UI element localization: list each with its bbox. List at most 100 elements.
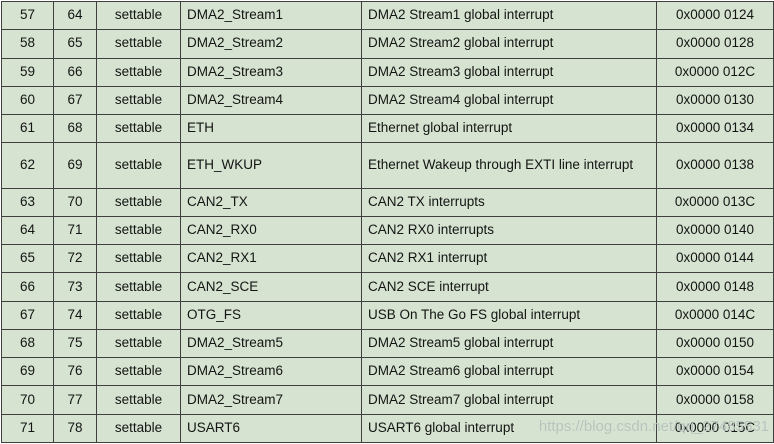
cell-acronym: DMA2_Stream7 [180, 385, 362, 415]
cell-acronym: CAN2_RX1 [180, 244, 362, 274]
cell-priority: 64 [53, 0, 97, 31]
cell-priority: 68 [53, 113, 97, 144]
cell-description: Ethernet global interrupt [361, 113, 657, 144]
table-row: 66 73 settable CAN2_SCE CAN2 SCE interru… [1, 272, 774, 302]
cell-address: 0x0000 0140 [656, 215, 774, 246]
cell-address: 0x0000 0134 [656, 113, 774, 144]
cell-type: settable [96, 187, 181, 217]
table-row: 62 69 settable ETH_WKUP Ethernet Wakeup … [1, 142, 774, 189]
cell-type: settable [96, 113, 181, 144]
cell-position: 59 [1, 57, 54, 87]
cell-address: 0x0000 0150 [656, 328, 774, 359]
cell-acronym: OTG_FS [180, 300, 362, 330]
cell-position: 65 [1, 244, 54, 274]
cell-type: settable [96, 413, 181, 444]
cell-priority: 76 [53, 357, 97, 387]
cell-position: 61 [1, 113, 54, 144]
cell-type: settable [96, 29, 181, 59]
cell-acronym: CAN2_TX [180, 187, 362, 217]
cell-description: DMA2 Stream6 global interrupt [361, 357, 657, 387]
cell-acronym: CAN2_SCE [180, 272, 362, 302]
cell-acronym: USART6 [180, 413, 362, 444]
table-row: 70 77 settable DMA2_Stream7 DMA2 Stream7… [1, 385, 774, 415]
cell-position: 58 [1, 29, 54, 59]
cell-description: DMA2 Stream7 global interrupt [361, 385, 657, 415]
cell-description: DMA2 Stream3 global interrupt [361, 57, 657, 87]
cell-type: settable [96, 385, 181, 415]
cell-address: 0x0000 0128 [656, 29, 774, 59]
cell-priority: 78 [53, 413, 97, 444]
cell-position: 57 [1, 0, 54, 31]
table-row: 68 75 settable DMA2_Stream5 DMA2 Stream5… [1, 328, 774, 359]
cell-acronym: DMA2_Stream5 [180, 328, 362, 359]
cell-description: DMA2 Stream1 global interrupt [361, 0, 657, 31]
table-row: 58 65 settable DMA2_Stream2 DMA2 Stream2… [1, 29, 774, 59]
cell-type: settable [96, 0, 181, 31]
cell-position: 67 [1, 300, 54, 330]
cell-position: 69 [1, 357, 54, 387]
cell-acronym: DMA2_Stream6 [180, 357, 362, 387]
cell-position: 66 [1, 272, 54, 302]
cell-position: 68 [1, 328, 54, 359]
cell-address: 0x0000 0144 [656, 244, 774, 274]
cell-address: 0x0000 0158 [656, 385, 774, 415]
cell-priority: 74 [53, 300, 97, 330]
cell-priority: 72 [53, 244, 97, 274]
cell-description: Ethernet Wakeup through EXTI line interr… [361, 142, 657, 189]
cell-address: 0x0000 015C [656, 413, 774, 444]
cell-description: CAN2 RX0 interrupts [361, 215, 657, 246]
cell-priority: 65 [53, 29, 97, 59]
cell-acronym: ETH [180, 113, 362, 144]
cell-description: DMA2 Stream4 global interrupt [361, 85, 657, 116]
cell-acronym: DMA2_Stream3 [180, 57, 362, 87]
table-row: 63 70 settable CAN2_TX CAN2 TX interrupt… [1, 187, 774, 217]
table-row: 59 66 settable DMA2_Stream3 DMA2 Stream3… [1, 57, 774, 87]
cell-description: DMA2 Stream2 global interrupt [361, 29, 657, 59]
cell-address: 0x0000 0148 [656, 272, 774, 302]
cell-address: 0x0000 0130 [656, 85, 774, 116]
table-row: 57 64 settable DMA2_Stream1 DMA2 Stream1… [1, 0, 774, 31]
cell-acronym: DMA2_Stream2 [180, 29, 362, 59]
cell-type: settable [96, 215, 181, 246]
cell-position: 70 [1, 385, 54, 415]
table-row: 61 68 settable ETH Ethernet global inter… [1, 113, 774, 144]
cell-priority: 70 [53, 187, 97, 217]
cell-type: settable [96, 300, 181, 330]
cell-acronym: ETH_WKUP [180, 142, 362, 189]
cell-priority: 73 [53, 272, 97, 302]
cell-priority: 75 [53, 328, 97, 359]
table-row: 71 78 settable USART6 USART6 global inte… [1, 413, 774, 444]
cell-type: settable [96, 244, 181, 274]
cell-description: CAN2 SCE interrupt [361, 272, 657, 302]
cell-position: 63 [1, 187, 54, 217]
table-row: 64 71 settable CAN2_RX0 CAN2 RX0 interru… [1, 215, 774, 246]
cell-type: settable [96, 85, 181, 116]
cell-acronym: CAN2_RX0 [180, 215, 362, 246]
cell-priority: 77 [53, 385, 97, 415]
table-row: 60 67 settable DMA2_Stream4 DMA2 Stream4… [1, 85, 774, 116]
cell-address: 0x0000 014C [656, 300, 774, 330]
cell-address: 0x0000 0154 [656, 357, 774, 387]
cell-description: CAN2 RX1 interrupt [361, 244, 657, 274]
cell-description: USB On The Go FS global interrupt [361, 300, 657, 330]
cell-priority: 71 [53, 215, 97, 246]
cell-position: 71 [1, 413, 54, 444]
table-row: 65 72 settable CAN2_RX1 CAN2 RX1 interru… [1, 244, 774, 274]
cell-position: 64 [1, 215, 54, 246]
cell-description: DMA2 Stream5 global interrupt [361, 328, 657, 359]
cell-address: 0x0000 012C [656, 57, 774, 87]
cell-address: 0x0000 0138 [656, 142, 774, 189]
cell-type: settable [96, 272, 181, 302]
cell-priority: 66 [53, 57, 97, 87]
cell-position: 60 [1, 85, 54, 116]
cell-address: 0x0000 013C [656, 187, 774, 217]
cell-description: USART6 global interrupt [361, 413, 657, 444]
cell-type: settable [96, 328, 181, 359]
cell-type: settable [96, 57, 181, 87]
cell-type: settable [96, 142, 181, 189]
cell-type: settable [96, 357, 181, 387]
cell-address: 0x0000 0124 [656, 0, 774, 31]
